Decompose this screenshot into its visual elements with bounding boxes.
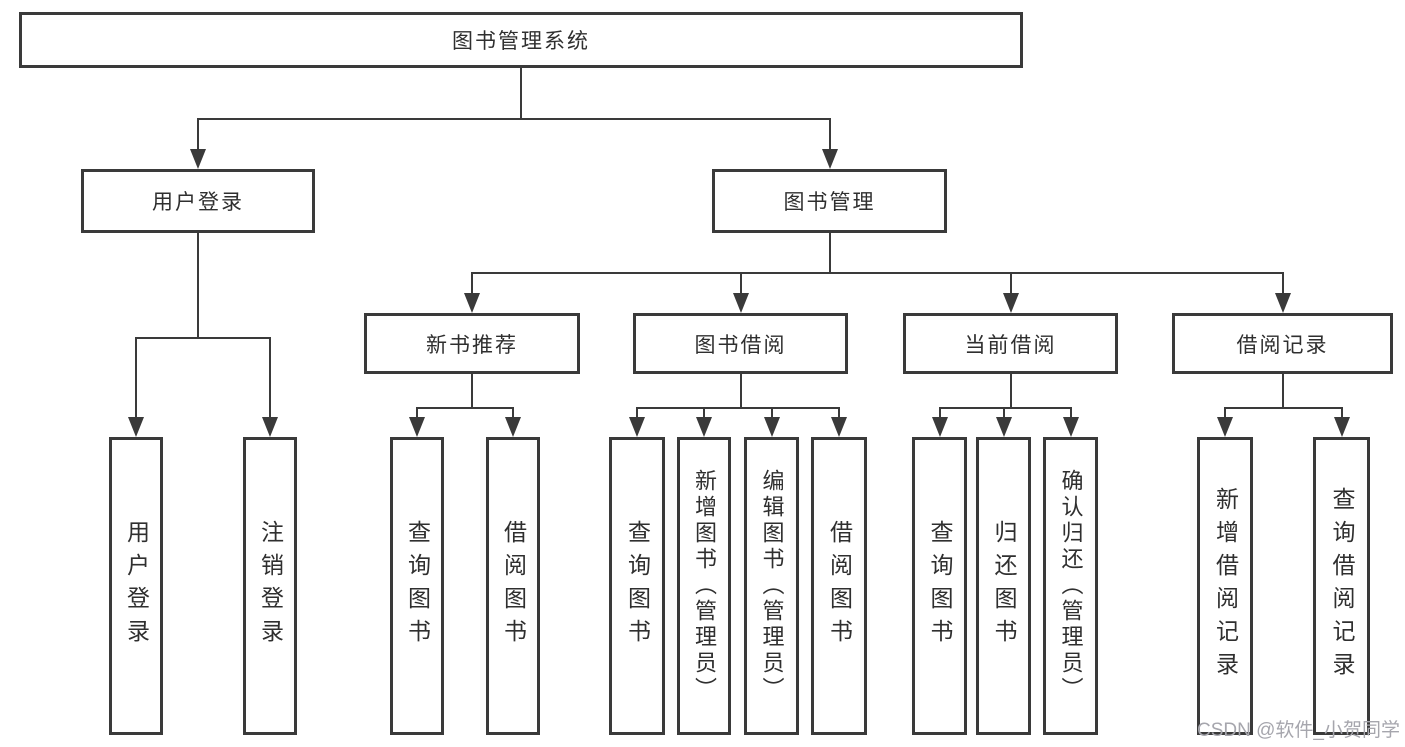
connector-drop-col-add-book [703, 407, 705, 419]
module-box-borrow-record: 借阅记录 [1172, 313, 1393, 374]
root-box-library-system-label: 图书管理系统 [452, 30, 590, 53]
branch-box-book-management-label: 图书管理 [783, 191, 876, 214]
arrow-down-icon-col-borrow-book-1 [505, 417, 521, 437]
leaf-box-query-borrow-record: 查询借阅记录 [1313, 437, 1370, 735]
leaf-box-edit-book-admin-label: 编辑图书（管理员） [759, 469, 785, 703]
connector-drop-col-return-book [1002, 407, 1005, 419]
leaf-box-query-borrow-record-label: 查询借阅记录 [1329, 487, 1355, 685]
arrow-down-icon-col-user-login [128, 417, 144, 437]
leaf-box-add-borrow-record-label: 新增借阅记录 [1212, 487, 1239, 685]
arrow-down-icon-col-add-book [696, 417, 712, 437]
connector-stem-book-mgmt [828, 231, 831, 273]
connector-bus-book-mgmt [471, 272, 1284, 274]
connector-bus-borrow-record [1224, 407, 1343, 409]
module-box-book-borrow: 图书借阅 [633, 313, 848, 374]
leaf-box-borrow-book-2: 借阅图书 [811, 437, 867, 735]
arrow-down-icon-current-borrow [1002, 293, 1019, 313]
leaf-box-logout: 注销登录 [243, 437, 297, 735]
connector-stem-root [520, 66, 522, 119]
leaf-box-borrow-book-2-label: 借阅图书 [826, 520, 853, 652]
connector-drop-col-query-record [1340, 407, 1343, 419]
connector-drop-col-query-book-2 [636, 407, 638, 419]
connector-drop-user-login [197, 118, 199, 151]
leaf-box-add-borrow-record: 新增借阅记录 [1197, 437, 1253, 735]
leaf-box-borrow-book-1-label: 借阅图书 [500, 520, 527, 652]
branch-box-book-management: 图书管理 [712, 169, 947, 233]
arrow-down-icon-col-borrow-book-2 [831, 417, 847, 437]
leaf-box-query-book-1-label: 查询图书 [404, 520, 431, 652]
connector-drop-col-add-record [1224, 407, 1226, 419]
leaf-box-query-book-2-label: 查询图书 [624, 520, 651, 652]
connector-drop-col-user-login [135, 337, 137, 419]
connector-drop-col-query-book-3 [938, 407, 941, 419]
arrow-down-icon-col-confirm-return [1062, 417, 1079, 437]
module-box-current-borrow: 当前借阅 [903, 313, 1118, 374]
connector-stem-book-borrow [739, 372, 742, 408]
leaf-box-borrow-book-1: 借阅图书 [486, 437, 540, 735]
module-box-current-borrow-label: 当前借阅 [964, 333, 1057, 357]
arrow-down-icon-new-book-rec [464, 293, 480, 313]
arrow-down-icon-col-return-book [995, 417, 1012, 437]
connector-bus-new-book-rec [416, 407, 514, 409]
connector-stem-new-book-rec [471, 372, 473, 408]
connector-bus-current-borrow [938, 407, 1072, 409]
module-box-book-borrow-label: 图书借阅 [694, 333, 787, 357]
connector-drop-borrow-record [1281, 272, 1284, 295]
connector-drop-col-confirm-return [1069, 407, 1072, 419]
connector-drop-col-borrow-book-2 [838, 407, 840, 419]
arrow-down-icon-col-query-book-1 [409, 417, 425, 437]
leaf-box-query-book-3-label: 查询图书 [927, 520, 953, 652]
leaf-box-query-book-2: 查询图书 [609, 437, 665, 735]
branch-box-user-login: 用户登录 [81, 169, 315, 233]
arrow-down-icon-col-query-book-2 [629, 417, 645, 437]
connector-bus-user-login [135, 337, 271, 339]
connector-drop-col-edit-book [770, 407, 773, 419]
arrow-down-icon-col-logout [262, 417, 278, 437]
arrow-down-icon-col-query-book-3 [931, 417, 948, 437]
connector-bus-root [197, 118, 831, 120]
connector-drop-col-logout [269, 337, 271, 419]
leaf-box-add-book-admin: 新增图书（管理员） [677, 437, 731, 735]
arrow-down-icon-user-login [190, 149, 206, 169]
connector-stem-borrow-record [1281, 372, 1284, 408]
connector-drop-current-borrow [1009, 272, 1012, 295]
arrow-down-icon-borrow-record [1274, 293, 1291, 313]
connector-drop-new-book-rec [471, 272, 473, 295]
leaf-box-add-book-admin-label: 新增图书（管理员） [692, 469, 717, 703]
leaf-box-confirm-return-admin-label: 确认归还（管理员） [1058, 469, 1084, 703]
connector-stem-current-borrow [1009, 372, 1012, 408]
leaf-box-logout-label: 注销登录 [257, 520, 284, 652]
connector-stem-user-login [197, 231, 199, 338]
csdn-watermark: CSDN @软件_小贺同学 [1197, 720, 1400, 741]
arrow-down-icon-col-edit-book [763, 417, 780, 437]
leaf-box-user-login: 用户登录 [109, 437, 163, 735]
leaf-box-return-book: 归还图书 [976, 437, 1031, 735]
connector-drop-book-borrow [739, 272, 742, 295]
connector-drop-col-borrow-book-1 [512, 407, 514, 419]
connector-bus-book-borrow [636, 407, 840, 409]
connector-drop-col-query-book-1 [416, 407, 418, 419]
arrow-down-icon-col-query-record [1333, 417, 1350, 437]
arrow-down-icon-col-add-record [1217, 417, 1233, 437]
connector-drop-book-mgmt [828, 118, 831, 151]
module-box-borrow-record-label: 借阅记录 [1236, 333, 1329, 357]
arrow-down-icon-book-borrow [732, 293, 749, 313]
leaf-box-edit-book-admin: 编辑图书（管理员） [744, 437, 799, 735]
leaf-box-query-book-1: 查询图书 [390, 437, 444, 735]
module-box-new-book-recommend: 新书推荐 [364, 313, 580, 374]
branch-box-user-login-label: 用户登录 [152, 191, 244, 214]
leaf-box-return-book-label: 归还图书 [991, 520, 1017, 652]
root-box-library-system: 图书管理系统 [19, 12, 1023, 68]
arrow-down-icon-book-mgmt [821, 149, 838, 169]
module-box-new-book-recommend-label: 新书推荐 [426, 333, 518, 357]
leaf-box-user-login-label: 用户登录 [123, 520, 150, 652]
leaf-box-query-book-3: 查询图书 [912, 437, 967, 735]
leaf-box-confirm-return-admin: 确认归还（管理员） [1043, 437, 1098, 735]
